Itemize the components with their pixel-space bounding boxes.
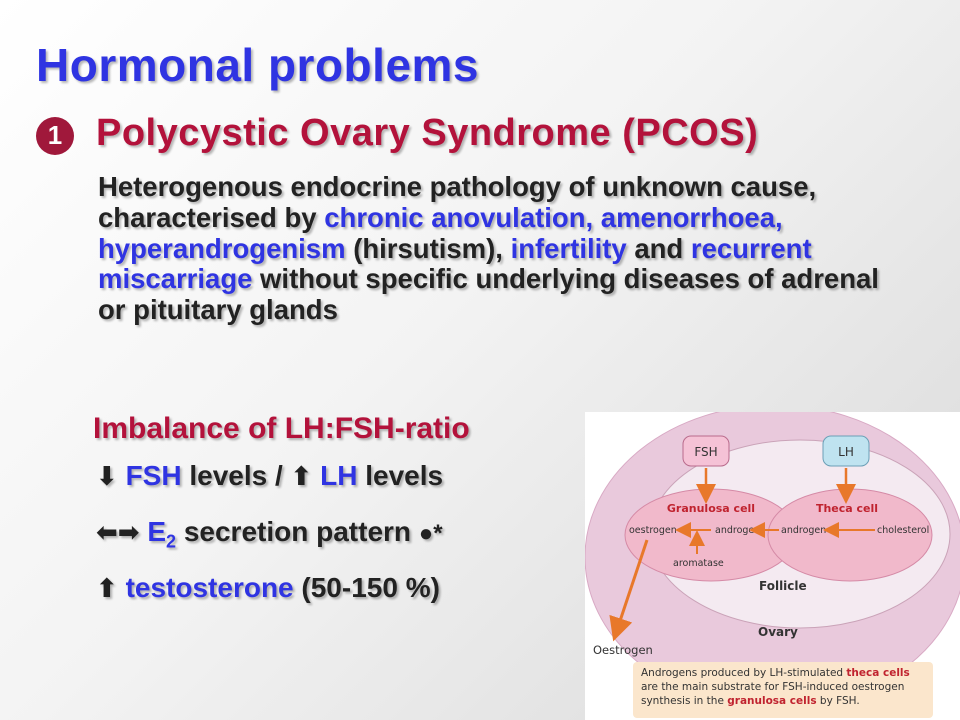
lh-label: LH xyxy=(320,460,358,491)
fsh-box-label: FSH xyxy=(694,445,717,459)
fsh-lh-levels-line: ⬇ FSH levels / ⬆ LH levels xyxy=(96,460,443,492)
desc-text: and xyxy=(626,232,691,264)
androgen-left-label: androgen xyxy=(715,525,760,536)
caption-theca: theca cells xyxy=(846,667,910,679)
numbered-bullet-icon: 1 xyxy=(36,116,74,155)
desc-highlight-symptoms: chronic anovulation, amenorrhoea, hypera… xyxy=(98,201,783,264)
e2-secretion-line: ⬅➡ E2 secretion pattern ●* xyxy=(96,516,443,553)
testosterone-label: testosterone xyxy=(125,572,294,603)
imbalance-heading: Imbalance of LH:FSH-ratio xyxy=(93,412,470,445)
cholesterol-label: cholesterol xyxy=(877,525,929,536)
arrow-up-icon: ⬆ xyxy=(290,461,313,491)
caption-text: Androgens produced by LH-stimulated xyxy=(641,667,847,679)
e2-label: E2 xyxy=(147,516,176,552)
testosterone-range: (50-150 %) xyxy=(293,572,440,603)
desc-highlight-miscarriage: recurrent miscarriage xyxy=(98,232,812,295)
caption-text: by FSH. xyxy=(816,695,860,707)
follicle-diagram: FSH LH Granulosa cell Theca cell oestrog… xyxy=(585,412,960,720)
lh-box xyxy=(822,435,870,467)
androgen-right-label: androgen xyxy=(781,525,826,536)
follicle-diagram-svg: FSH LH Granulosa cell Theca cell oestrog… xyxy=(585,412,960,710)
fsh-label: FSH xyxy=(125,460,182,491)
slide-title: Hormonal problems xyxy=(36,39,480,91)
bomb-icon: ●* xyxy=(418,520,443,547)
e2-subscript: 2 xyxy=(166,531,177,552)
ovary-label: Ovary xyxy=(758,625,798,639)
desc-text: Heterogenous endocrine pathology of unkn… xyxy=(98,171,817,233)
desc-text: without specific underlying diseases of … xyxy=(98,263,879,326)
diagram-caption: Androgens produced by LH-stimulated thec… xyxy=(633,662,933,718)
granulosa-label: Granulosa cell xyxy=(667,502,755,515)
levels-text: levels xyxy=(357,460,444,491)
pcos-description: Heterogenous endocrine pathology of unkn… xyxy=(98,171,898,326)
arrow-up-icon: ⬆ xyxy=(96,573,118,603)
subtitle-row: 1 Polycystic Ovary Syndrome (PCOS) xyxy=(36,112,758,155)
oestrogen-out-label: Oestrogen xyxy=(593,643,653,657)
secretion-text: secretion pattern xyxy=(176,516,419,547)
desc-text: (hirsutism), xyxy=(345,232,511,264)
testosterone-line: ⬆ testosterone (50-150 %) xyxy=(96,572,440,604)
caption-granulosa: granulosa cells xyxy=(727,695,817,707)
desc-highlight-infertility: infertility xyxy=(510,232,627,264)
arrow-down-icon: ⬇ xyxy=(96,461,118,491)
oestrogen-inner-label: oestrogen xyxy=(629,525,677,536)
oestrogen-out-arrow xyxy=(609,539,649,642)
follicle-label: Follicle xyxy=(759,579,807,593)
fsh-box xyxy=(682,435,730,467)
aromatase-label: aromatase xyxy=(673,558,724,569)
arrow-left-right-icon: ⬅➡ xyxy=(96,517,140,547)
theca-label: Theca cell xyxy=(816,502,878,515)
lh-box-label: LH xyxy=(838,445,854,459)
caption-text: are the main substrate for FSH-induced o… xyxy=(641,681,905,707)
e2-letter: E xyxy=(147,516,167,547)
levels-text: levels / xyxy=(181,460,291,491)
pcos-subtitle: Polycystic Ovary Syndrome (PCOS) xyxy=(96,112,759,154)
